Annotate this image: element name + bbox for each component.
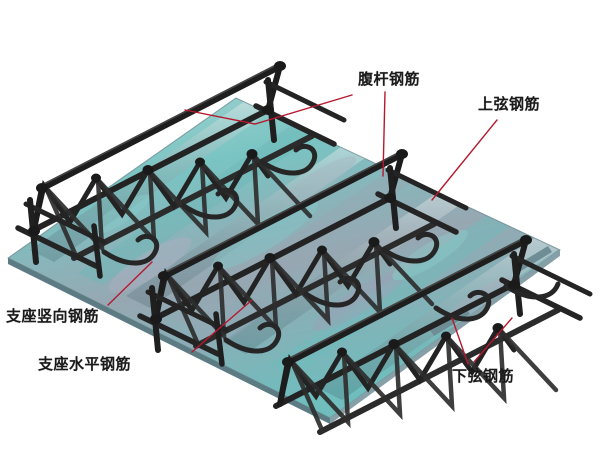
label-bottom-chord: 下弦钢筋	[452, 367, 515, 385]
label-top-chord: 上弦钢筋	[478, 95, 541, 113]
label-support-horizontal: 支座水平钢筋	[38, 355, 132, 373]
leader-web-bar-a	[184, 94, 353, 125]
label-web-bar: 腹杆钢筋	[358, 70, 421, 88]
truss-girder-back	[15, 61, 347, 279]
truss-girder-front	[273, 235, 593, 435]
label-support-vertical: 支座竖向钢筋	[6, 307, 100, 325]
leader-support-vertical	[107, 261, 153, 306]
leader-web-bar-b	[382, 91, 386, 177]
leader-bottom-chord-b	[473, 317, 513, 363]
leader-support-horizontal	[191, 299, 253, 353]
truss-girder-middle	[137, 149, 469, 367]
leader-lines	[107, 91, 513, 365]
leader-top-chord	[431, 119, 498, 201]
leader-bottom-chord-a	[451, 317, 469, 365]
